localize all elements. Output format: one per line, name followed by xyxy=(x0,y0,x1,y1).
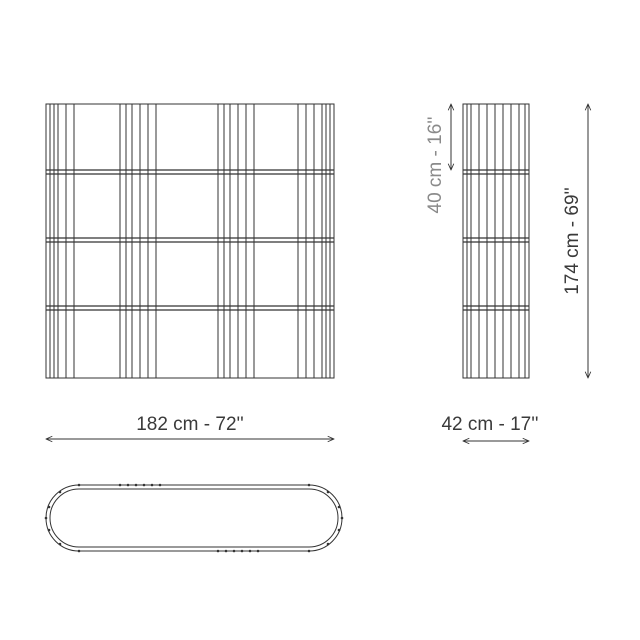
top-bar-dot xyxy=(158,483,162,487)
top-view-bar-dots xyxy=(44,483,344,553)
top-bar-dot xyxy=(307,549,311,553)
height-label: 174 cm - 69'' xyxy=(562,187,583,295)
top-bar-dot xyxy=(77,549,81,553)
top-bar-dot xyxy=(248,549,252,553)
top-bar-dot xyxy=(337,505,341,509)
top-view xyxy=(44,483,344,553)
top-outline-outer xyxy=(45,484,343,552)
top-bar-dot xyxy=(118,483,122,487)
shelf-spacing-label: 40 cm - 16'' xyxy=(425,116,446,213)
depth-label: 42 cm - 17'' xyxy=(441,414,538,435)
side-shelves xyxy=(463,169,529,311)
side-vertical-bars xyxy=(466,104,526,378)
top-bar-dot xyxy=(326,490,330,494)
front-frame xyxy=(45,103,335,379)
top-bar-dot xyxy=(142,483,146,487)
width-label: 182 cm - 72'' xyxy=(136,414,244,435)
top-bar-dot xyxy=(126,483,130,487)
front-view xyxy=(45,103,335,379)
top-bar-dot xyxy=(44,516,48,520)
top-bar-dot xyxy=(58,490,62,494)
top-bar-dot xyxy=(134,483,138,487)
front-shelves xyxy=(46,169,334,311)
top-bar-dot xyxy=(337,528,341,532)
top-bar-dot xyxy=(77,483,81,487)
top-bar-dot xyxy=(216,549,220,553)
top-bar-dot xyxy=(307,483,311,487)
top-outline-inner xyxy=(49,488,339,548)
top-bar-dot xyxy=(256,549,260,553)
top-bar-dot xyxy=(232,549,236,553)
top-bar-dot xyxy=(340,516,344,520)
top-bar-dot xyxy=(326,542,330,546)
top-bar-dot xyxy=(47,505,51,509)
top-bar-dot xyxy=(150,483,154,487)
top-bar-dot xyxy=(58,542,62,546)
side-frame xyxy=(462,103,530,379)
height-dimension: 174 cm - 69'' xyxy=(562,104,588,378)
depth-dimension: 42 cm - 17'' xyxy=(441,414,539,441)
top-bar-dot xyxy=(224,549,228,553)
front-vertical-bars xyxy=(49,104,331,378)
top-bar-dot xyxy=(47,528,51,532)
side-view xyxy=(462,103,530,379)
top-bar-dot xyxy=(240,549,244,553)
shelf-spacing-dimension: 40 cm - 16'' xyxy=(425,104,451,214)
width-dimension: 182 cm - 72'' xyxy=(46,414,334,439)
